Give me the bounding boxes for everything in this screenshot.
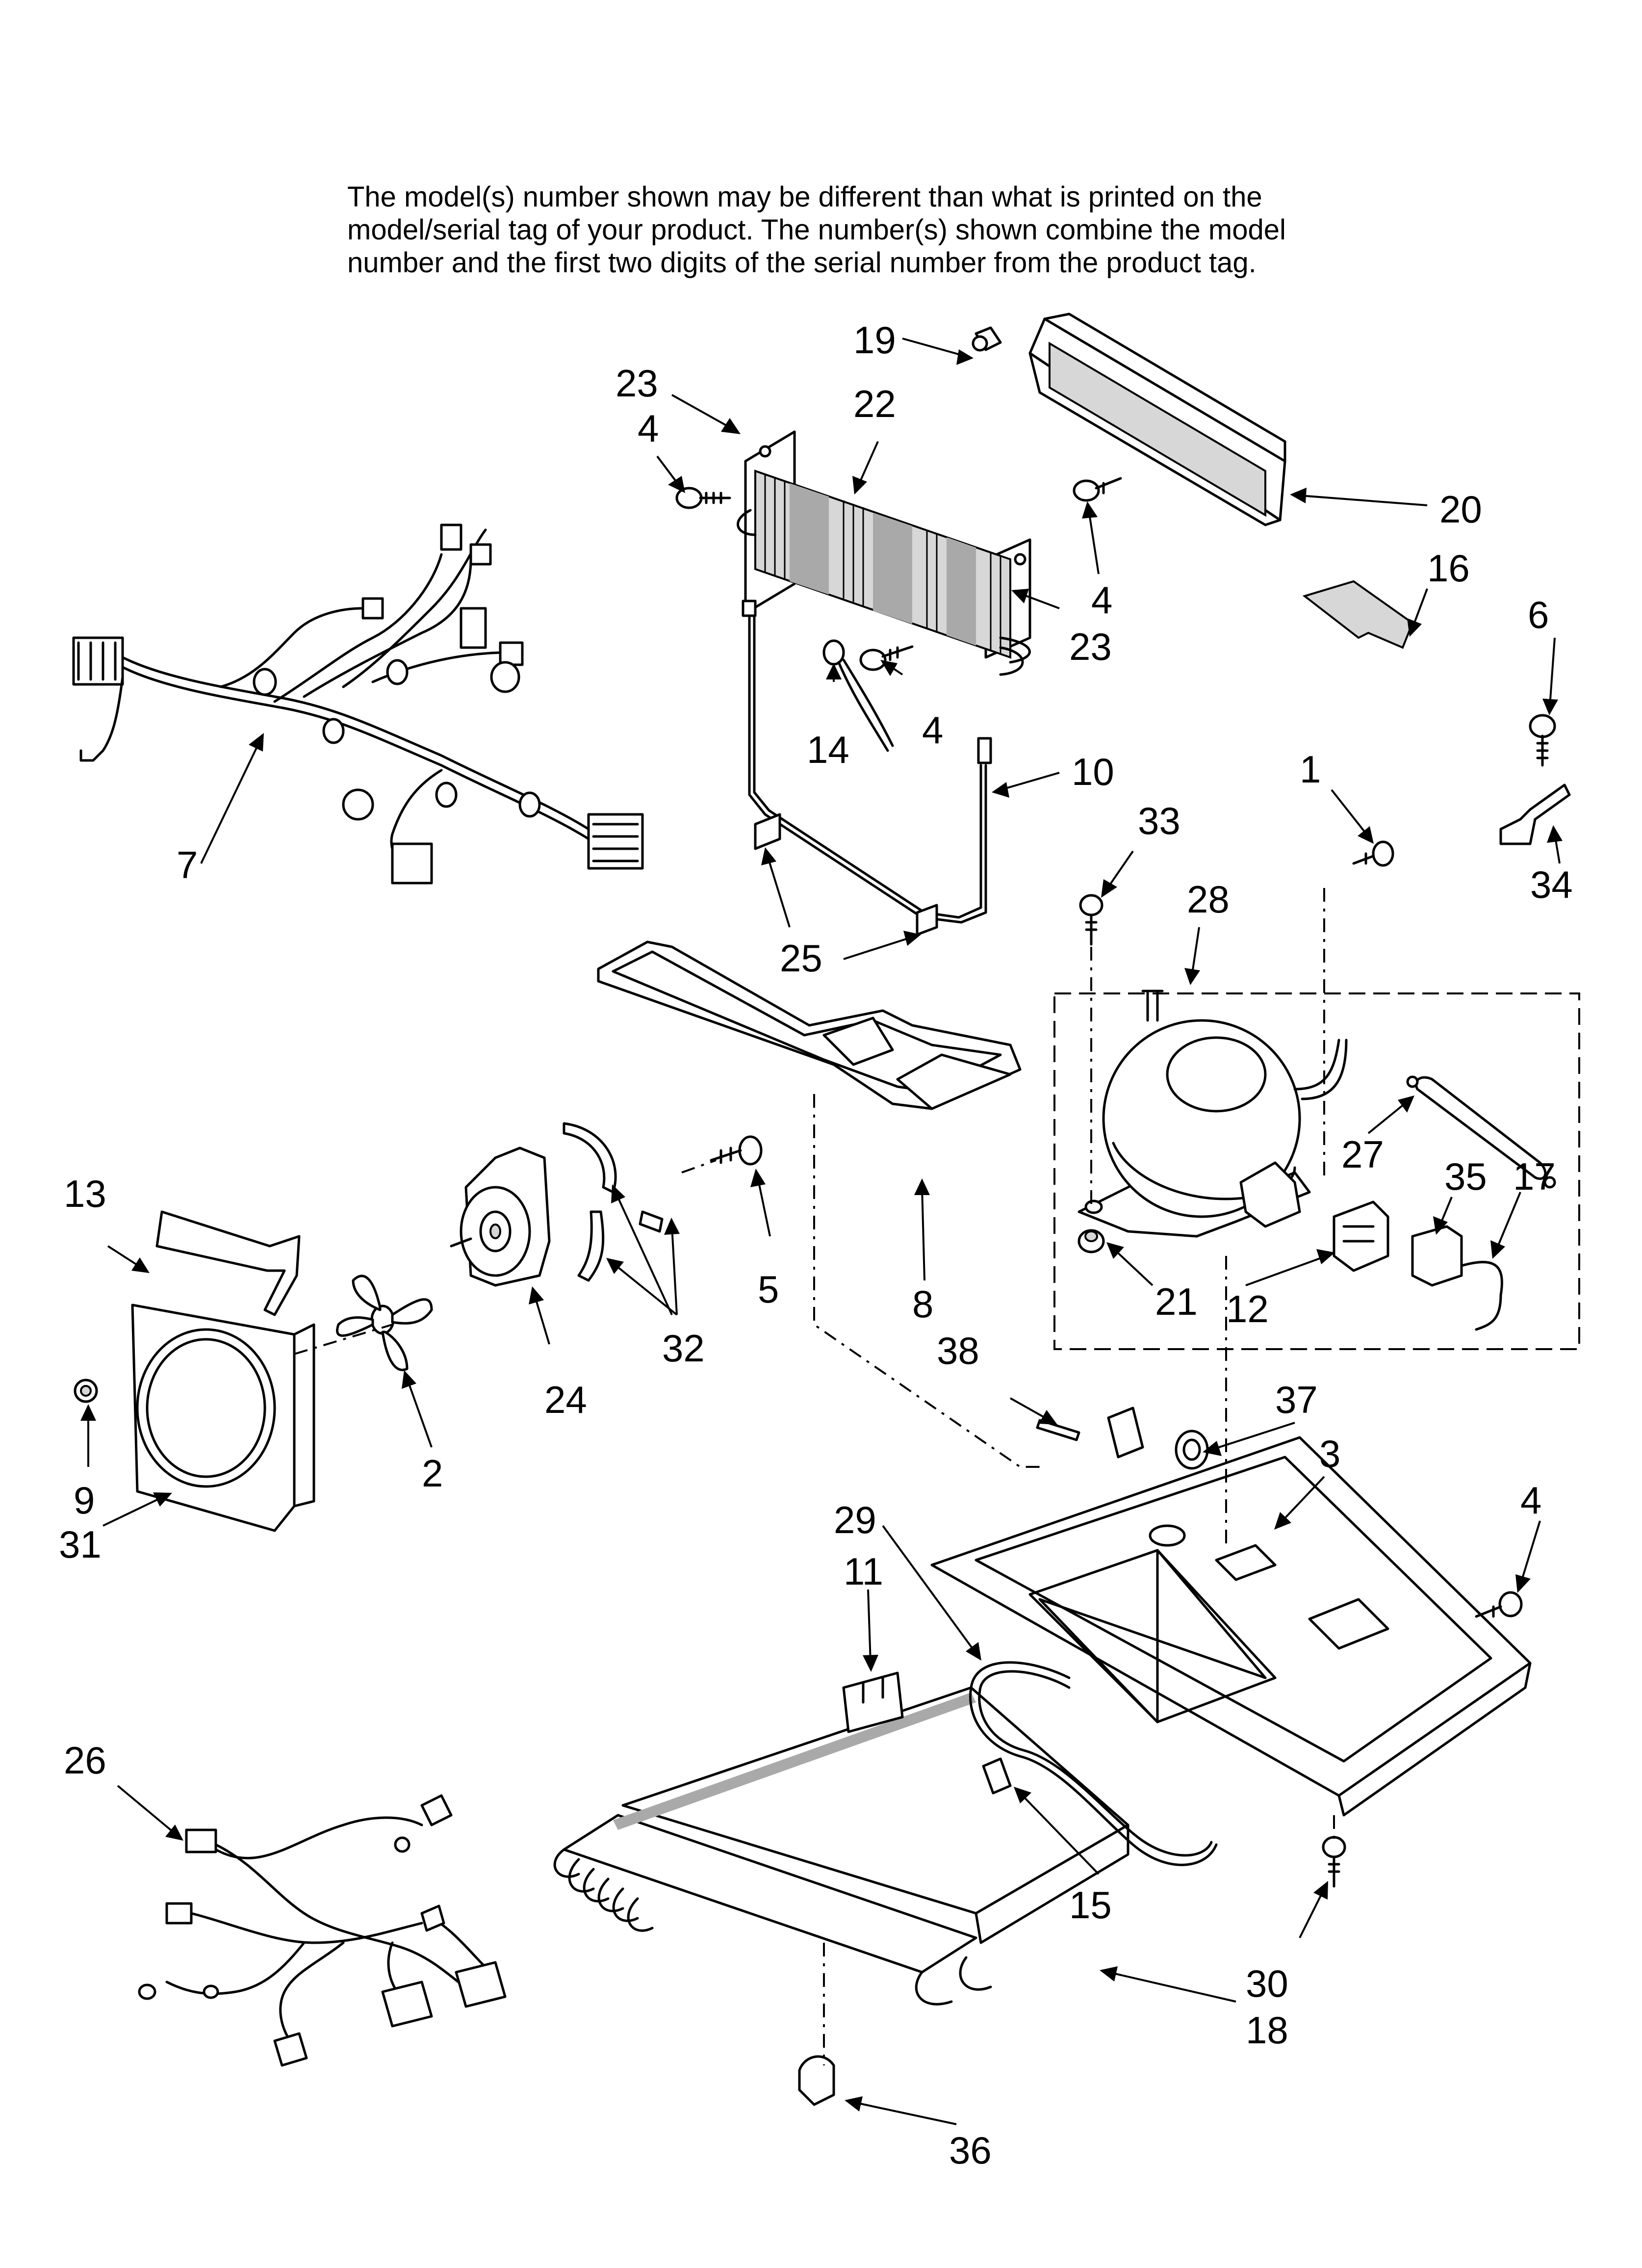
power-cord-harness-part[interactable] <box>138 1794 507 2067</box>
base-plate-part[interactable] <box>930 1407 1532 1817</box>
clip-part[interactable] <box>798 2055 835 2106</box>
callout-28: 28 <box>1187 878 1230 921</box>
callout-9: 9 <box>74 1479 95 1522</box>
fan-motor-part[interactable] <box>450 1147 551 1287</box>
bumper-part[interactable] <box>1175 1430 1209 1470</box>
gasket-part[interactable] <box>155 1210 301 1316</box>
screw-part[interactable] <box>1352 840 1394 867</box>
callout-22: 22 <box>853 382 896 425</box>
wire-harness-part[interactable] <box>72 523 644 885</box>
screw-part[interactable] <box>1475 1591 1523 1618</box>
callout-18: 18 <box>1246 2008 1288 2052</box>
evaporator-part[interactable] <box>737 430 1031 869</box>
grommet-part[interactable] <box>1078 1229 1105 1253</box>
callout-1: 1 <box>1300 748 1321 791</box>
callout-33: 33 <box>1138 799 1180 842</box>
callout-8: 8 <box>912 1282 933 1326</box>
callout-13: 13 <box>64 1172 106 1215</box>
defrost-heater-part[interactable] <box>742 600 992 936</box>
callout-4: 4 <box>1520 1479 1541 1522</box>
evaporator-cover-part[interactable] <box>1028 313 1286 526</box>
callout-20: 20 <box>1439 488 1482 531</box>
grommet-part[interactable] <box>563 1122 664 1282</box>
callout-25: 25 <box>780 937 822 980</box>
screw-part[interactable] <box>1322 1836 1346 1888</box>
callout-23: 23 <box>1069 625 1112 668</box>
note-line-3: number and the first two digits of the s… <box>347 247 1257 279</box>
tube-part[interactable] <box>1036 1419 1080 1441</box>
callout-26: 26 <box>64 1739 106 1782</box>
overload-part[interactable] <box>1411 1225 1463 1287</box>
callout-30: 30 <box>1246 1962 1288 2005</box>
callout-29: 29 <box>834 1498 876 1541</box>
insulation-part[interactable] <box>1302 580 1414 649</box>
callout-7: 7 <box>177 843 198 886</box>
callout-4: 4 <box>638 407 659 450</box>
note-line-2: model/serial tag of your product. The nu… <box>347 214 1286 246</box>
relay-part[interactable] <box>1333 1200 1389 1272</box>
bracket-clip-part[interactable] <box>972 326 1002 352</box>
callout-38: 38 <box>937 1329 979 1372</box>
callout-17: 17 <box>1513 1155 1556 1198</box>
callout-21: 21 <box>1155 1280 1198 1323</box>
insulator-part[interactable] <box>982 1757 1012 1795</box>
callout-5: 5 <box>758 1268 779 1311</box>
screw-part[interactable] <box>859 645 914 671</box>
callout-35: 35 <box>1444 1155 1487 1198</box>
note-line-1: The model(s) number shown may be differe… <box>347 181 1262 213</box>
bracket-part[interactable] <box>1499 783 1571 845</box>
callout-16: 16 <box>1427 547 1470 590</box>
condenser-part[interactable] <box>553 1686 1129 2006</box>
screw-part[interactable] <box>710 1135 763 1166</box>
foam-block-part[interactable] <box>842 1671 904 1733</box>
drier-part[interactable] <box>1406 1075 1556 1189</box>
callout-12: 12 <box>1226 1287 1269 1330</box>
callout-31: 31 <box>59 1523 102 1566</box>
callout-19: 19 <box>853 318 896 362</box>
callout-14: 14 <box>807 728 849 771</box>
callout-4: 4 <box>1091 578 1112 622</box>
screw-part[interactable] <box>675 487 731 509</box>
callout-27: 27 <box>1341 1133 1384 1176</box>
callout-23: 23 <box>616 362 658 405</box>
model-number-note: The model(s) number shown may be differe… <box>347 181 1475 279</box>
callout-labels: 23 4 22 19 20 4 23 4 14 10 25 16 6 34 1 … <box>59 318 1573 2172</box>
callout-10: 10 <box>1072 750 1114 793</box>
callout-2: 2 <box>422 1452 443 1495</box>
callout-36: 36 <box>949 2129 992 2172</box>
callout-24: 24 <box>544 1378 587 1421</box>
callout-15: 15 <box>1069 1883 1112 1927</box>
leader-lines <box>80 338 1563 2125</box>
compressor-part[interactable] <box>1078 990 1348 1238</box>
alignment-lines <box>294 888 1335 2065</box>
callout-32: 32 <box>662 1327 705 1370</box>
fan-shroud-part[interactable] <box>131 1303 315 1532</box>
drain-pan-part[interactable] <box>597 940 1022 1110</box>
screw-part[interactable] <box>1079 894 1103 946</box>
wire-harness-part[interactable] <box>1460 1261 1503 1331</box>
callout-37: 37 <box>1275 1378 1318 1421</box>
compressor-kit-outline <box>1053 992 1580 1350</box>
callout-11: 11 <box>844 1550 883 1593</box>
fan-blade-part[interactable] <box>336 1275 433 1371</box>
callout-4: 4 <box>922 708 943 752</box>
screw-part[interactable] <box>1073 477 1122 502</box>
grommet-part[interactable] <box>74 1379 98 1403</box>
callout-34: 34 <box>1530 863 1573 906</box>
callout-6: 6 <box>1528 593 1549 636</box>
heat-loop-part[interactable] <box>969 1661 1218 1866</box>
callout-3: 3 <box>1319 1432 1340 1475</box>
screw-part[interactable] <box>1529 714 1556 767</box>
